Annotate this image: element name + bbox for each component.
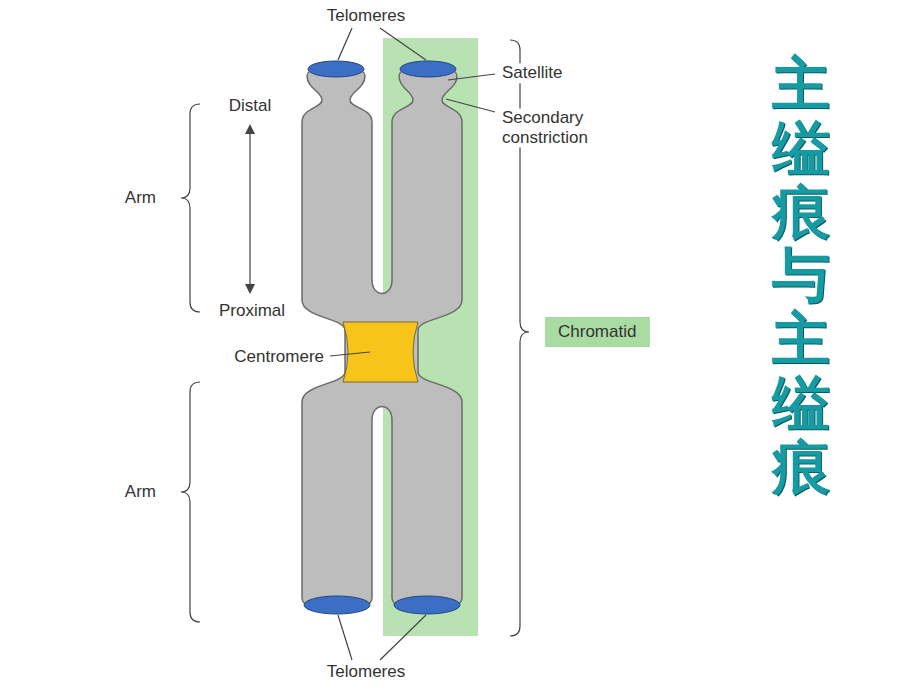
term-text: Chromatid [558,322,637,342]
leader-line [446,99,495,112]
telomere-cap [304,596,370,614]
part-label: Secondary constriction [500,108,622,147]
part-label: Telomeres [325,662,407,682]
leader-line [448,74,495,80]
distal-proximal-arrow [249,126,250,292]
leader-line [338,28,352,60]
leader-line [338,615,352,660]
leader-line [380,615,426,660]
centromere-region [343,322,418,382]
part-label: Arm [123,482,158,502]
arm-bracket [181,104,200,312]
part-label: Satellite [500,63,564,83]
telomere-cap [308,61,364,77]
part-label: Arm [123,188,158,208]
part-label: Distal [227,96,274,116]
part-label: Telomeres [325,6,407,26]
term-box: Chromatid [545,317,650,347]
chromosome-body [302,66,462,612]
vertical-title: 主缢痕与主缢痕 [772,52,830,499]
telomere-cap [400,61,456,77]
part-label: Centromere [232,347,326,367]
arm-bracket [181,382,200,622]
part-label: Proximal [217,301,287,321]
leader-line [330,352,370,356]
telomere-cap [394,596,460,614]
arrow-head [245,124,255,294]
leader-line [380,28,426,60]
